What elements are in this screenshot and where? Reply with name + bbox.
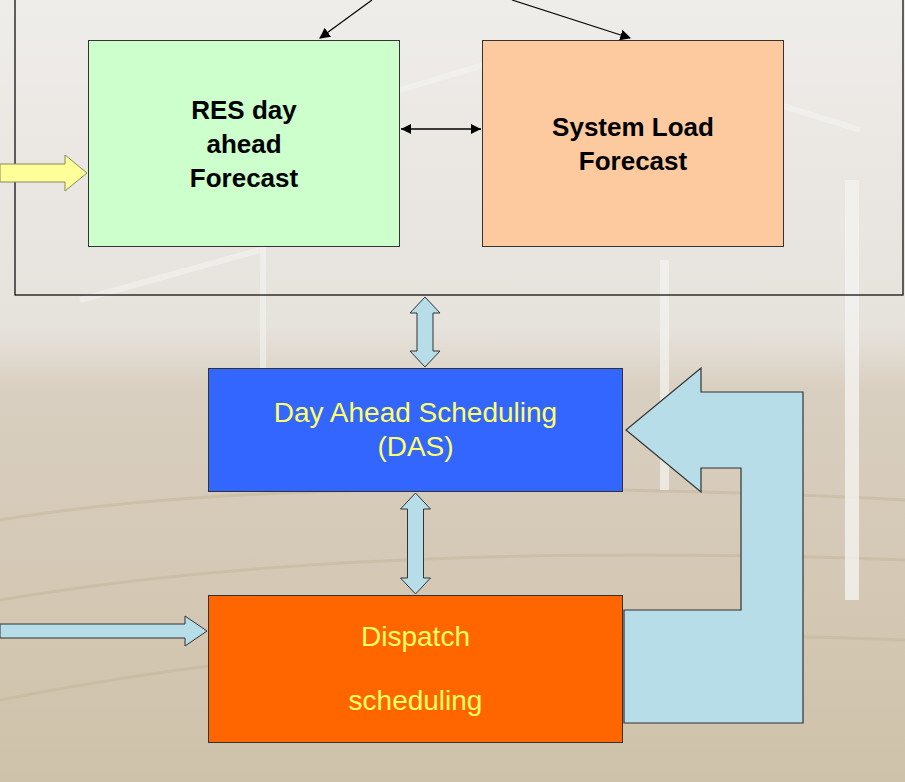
node-label: Dispatch scheduling	[328, 605, 503, 733]
process-box: Day Ahead Scheduling (DAS)	[208, 368, 623, 492]
input-block-arrow	[0, 616, 207, 646]
process-box: Dispatch scheduling	[208, 595, 623, 743]
forecast-box: System Load Forecast	[482, 40, 784, 247]
connector	[624, 368, 803, 723]
node-label: System Load Forecast	[541, 110, 726, 178]
node-label: RES day ahead Forecast	[177, 93, 312, 195]
input-block-arrow	[0, 155, 87, 191]
double-block-arrow	[410, 297, 440, 367]
node-label: Day Ahead Scheduling (DAS)	[266, 396, 566, 464]
forecast-box: RES day ahead Forecast	[88, 40, 400, 247]
forecast-group-frame	[15, 0, 903, 295]
connector	[401, 124, 481, 134]
input-arrow	[320, 0, 372, 38]
connector	[401, 493, 431, 594]
input-arrow	[512, 0, 630, 38]
turbine-tower	[845, 180, 859, 600]
